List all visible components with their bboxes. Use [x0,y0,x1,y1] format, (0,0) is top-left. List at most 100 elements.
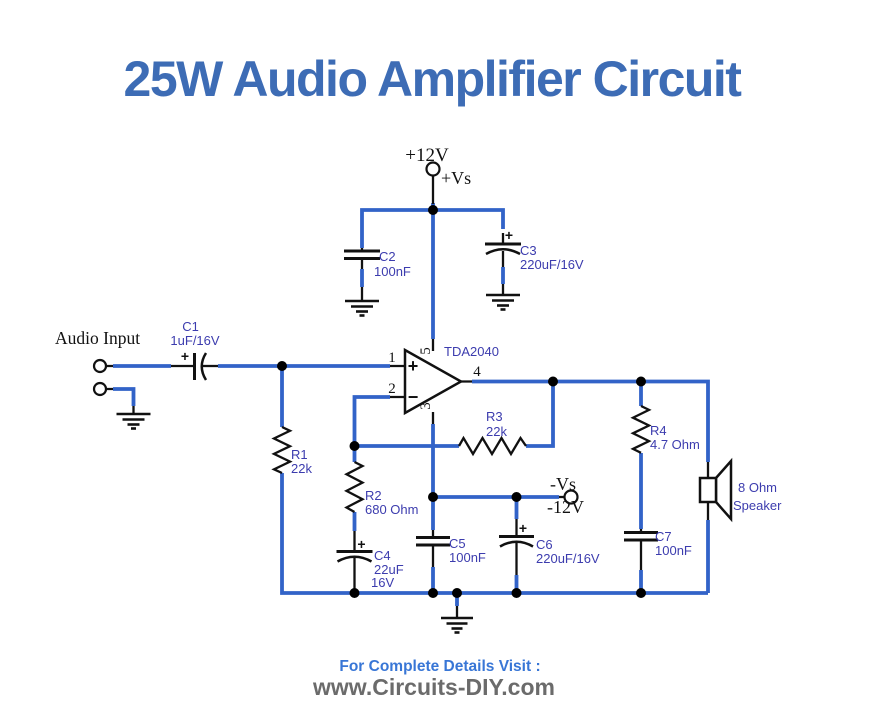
c3-polarity-plus: + [505,227,513,243]
junction-dots [277,205,646,598]
pin5-label: 5 [418,347,434,355]
c6-value-label: 220uF/16V [536,551,600,566]
opamp-noninverting-sign: + [408,356,419,376]
junction-dot [548,376,558,387]
junction-dot [349,588,360,598]
pos-supply-voltage-label: +12V [405,145,449,166]
c4-polarity-plus: + [357,536,365,552]
r1-value-label: 22k [291,461,312,476]
pos-supply-terminal [425,161,441,177]
ic-name-label: TDA2040 [444,344,499,359]
r3-ref-label: R3 [486,409,503,424]
junction-dot [349,441,360,451]
c1-ref-label: C1 [182,319,199,334]
ground-symbol [116,412,151,430]
c4-ref-label: C4 [374,548,391,563]
audio-input-label: Audio Input [55,328,140,348]
pin2-label: 2 [388,381,396,397]
r2-ref-label: R2 [365,488,382,503]
junction-dot [428,588,438,598]
neg-supply-terminal [563,489,579,505]
capacitor-c5: C5 100nF [416,530,486,567]
r1-ref-label: R1 [291,447,308,462]
cap-curved-plate [485,248,521,256]
r4-value-label: 4.7 Ohm [650,437,700,452]
wire-pin2-feedback [352,395,459,448]
cap-curved-plate [200,352,208,381]
wire-input-ground [113,387,136,406]
footer-visit-text: For Complete Details Visit : [339,658,540,675]
resistor-zigzag [344,460,366,514]
c2-value-label: 100nF [374,264,411,279]
capacitor-c2: C2 100nF [344,248,411,317]
r3-value-label: 22k [486,424,507,439]
c4-voltage-label: 16V [371,575,394,590]
speaker-impedance-label: 8 Ohm [738,480,777,495]
speaker-cone [714,457,733,523]
c1-value-label: 1uF/16V [170,333,219,348]
neg-supply-name-label: -Vs [550,474,576,494]
junction-dot [636,588,646,598]
speaker-name-label: Speaker [733,498,782,513]
resistor-r2: R2 680 Ohm [344,460,418,517]
pin4-label: 4 [473,364,481,380]
opamp-inverting-sign: − [408,387,419,407]
c3-ref-label: C3 [520,243,537,258]
neg-supply-voltage-label: -12V [547,497,584,517]
audio-input: Audio Input [55,328,151,430]
junction-dot [511,492,522,502]
footer: For Complete Details Visit : www.Circuit… [312,658,555,700]
speaker-driver [698,476,718,504]
wire-bottom-rail [280,473,708,595]
capacitor-c6: + C6 220uF/16V [499,519,600,575]
opamp-triangle [403,347,464,416]
capacitor-c7: C7 100nF [624,529,692,570]
main-ground [441,606,473,634]
junction-dot [277,361,287,371]
c2-ref-label: C2 [379,249,396,264]
footer-website-text: www.Circuits-DIY.com [312,674,555,700]
negative-supply: -Vs -12V [547,474,584,517]
resistor-zigzag [457,435,527,457]
junction-dot [428,492,438,502]
input-ground-terminal [92,381,108,397]
terminal-lead [106,364,113,391]
c6-ref-label: C6 [536,537,553,552]
c6-polarity-plus: + [519,520,527,536]
resistor-r1: R1 22k [271,425,312,476]
c5-ref-label: C5 [449,536,466,551]
cap-curved-plate [336,555,373,563]
pos-supply-name-label: +Vs [441,168,471,188]
opamp-tda2040: + − 1 2 4 5 3 TDA2040 [388,339,499,424]
resistor-zigzag [630,404,652,454]
junction-dot [428,205,438,215]
pin3-label: 3 [418,402,434,410]
resistor-r4: R4 4.7 Ohm [630,404,700,454]
c3-value-label: 220uF/16V [520,257,584,272]
page-title: 25W Audio Amplifier Circuit [124,51,743,107]
c1-polarity-plus: + [181,348,189,364]
pin1-label: 1 [388,350,396,366]
ground-symbol [345,299,379,317]
c5-value-label: 100nF [449,550,486,565]
ground-symbol [486,293,520,311]
speaker: 8 Ohm Speaker [698,457,782,523]
positive-supply: +12V +Vs [405,145,471,204]
c4-value-label: 22uF [374,562,404,577]
r2-value-label: 680 Ohm [365,502,418,517]
wires [113,203,710,606]
capacitor-c1: C1 1uF/16V + [170,319,220,381]
c7-ref-label: C7 [655,529,672,544]
junction-dot [511,588,522,598]
capacitor-c4: + C4 22uF 16V [336,531,404,593]
junction-dot [452,588,462,598]
r4-ref-label: R4 [650,423,667,438]
resistor-zigzag [271,425,293,475]
resistor-r3: R3 22k [457,409,527,457]
junction-dot [636,376,646,387]
cap-curved-plate [499,540,534,548]
wire-r3-to-output [526,383,555,448]
ic-pin-leads [390,339,472,424]
